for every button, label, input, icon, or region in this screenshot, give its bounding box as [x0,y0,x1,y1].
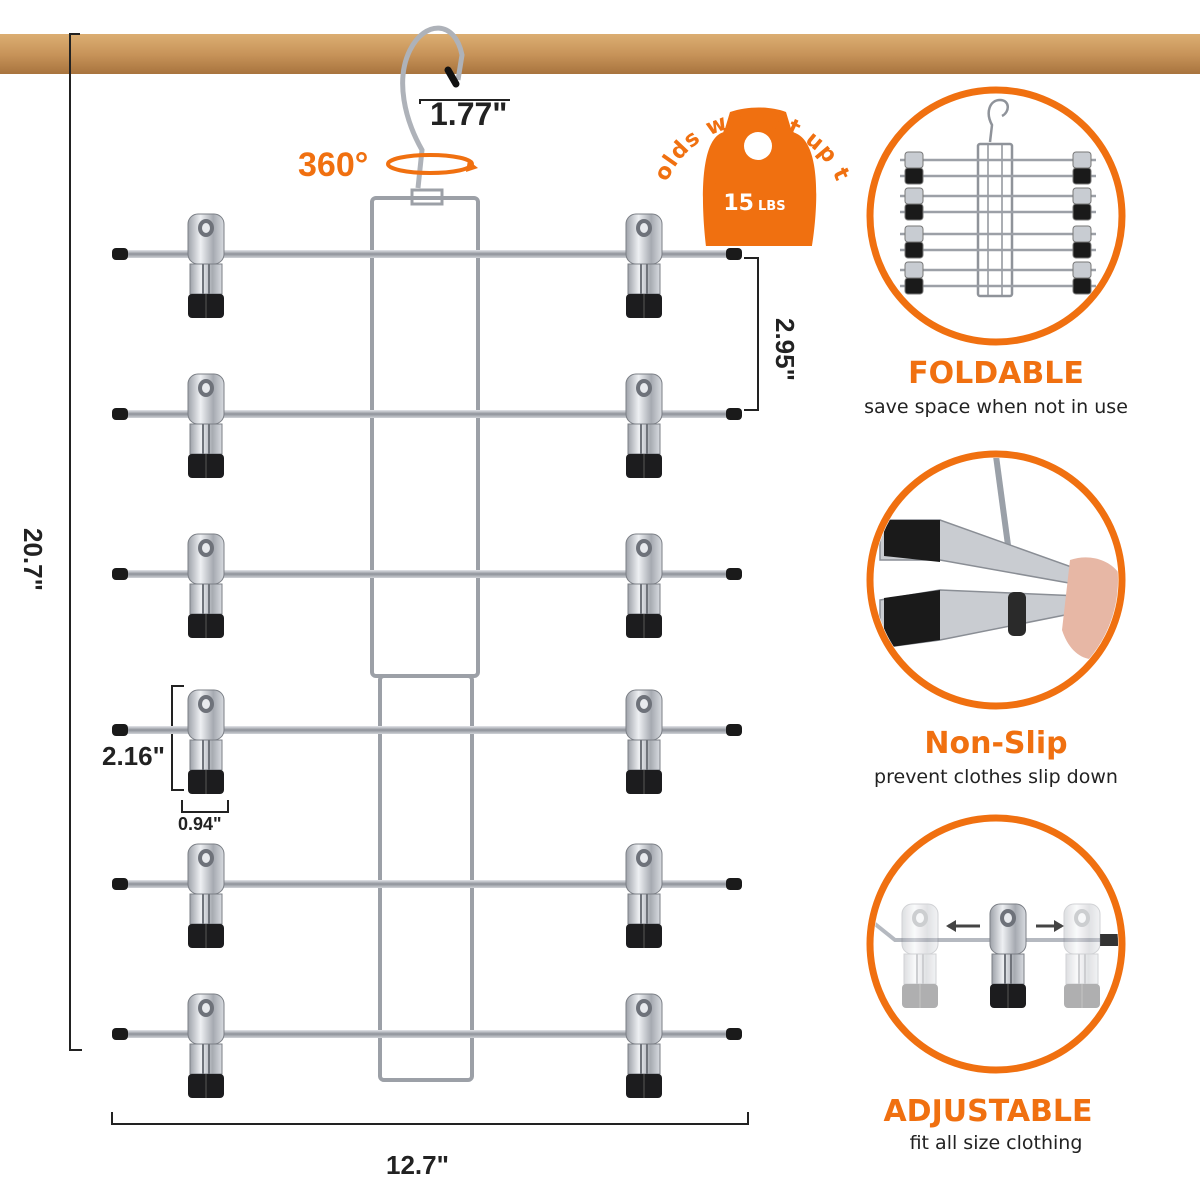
clip [187,213,225,319]
hook-dimension-label: 1.77" [430,96,508,132]
clip [187,373,225,479]
mini-clip [1072,187,1092,205]
wooden-rod [0,34,1200,74]
total-height-label: 20.7" [18,528,48,591]
hanger-bar [112,993,742,1099]
upper-frame [370,196,480,678]
bar-end-cap [112,568,128,580]
bar-end-cap [112,248,128,260]
clip [187,689,225,795]
feature-adjustable-subtitle: fit all size clothing [909,1132,1083,1154]
mini-clip [1072,167,1092,185]
clip [625,373,663,479]
clip [187,843,225,949]
clip-height-label: 2.16" [102,741,165,771]
weight-value: 15 [723,191,754,216]
mini-clip [904,277,924,295]
rotation-label: 360° [298,146,369,184]
bar-end-cap [726,568,742,580]
bar-end-cap [112,724,128,736]
feature-nonslip-subtitle: prevent clothes slip down [874,766,1118,788]
weight-badge [702,107,817,246]
mini-clip [1072,261,1092,279]
clip [625,213,663,319]
bar-end-cap [112,1028,128,1040]
bar-end-cap [726,878,742,890]
mini-clip [1072,151,1092,169]
clip [625,843,663,949]
feature-adjustable-title: ADJUSTABLE [883,1094,1093,1129]
weight-unit: LBS [758,199,786,214]
mini-clip [1072,225,1092,243]
bar-end-cap [112,878,128,890]
clip [187,533,225,639]
clip [187,993,225,1099]
mini-clip [904,187,924,205]
mini-clip [904,151,924,169]
bar-end-cap [726,248,742,260]
clip [625,533,663,639]
feature-nonslip-title: Non-Slip [924,726,1068,761]
bar-end-cap [726,724,742,736]
mini-clip [904,225,924,243]
mini-clip [904,241,924,259]
clip-closeup-illustration [866,450,1126,710]
mini-clip [1072,277,1092,295]
bar-end-cap [112,408,128,420]
lower-frame [378,674,474,1082]
folded-hanger-illustration [866,86,1126,346]
sliding-clip-illustration [866,814,1126,1074]
bar-end-cap [726,1028,742,1040]
bar-spacing-label: 2.95" [770,318,800,381]
mini-clip [1072,203,1092,221]
mini-clip [1072,241,1092,259]
bar-end-cap [726,408,742,420]
hanger-bar [112,843,742,949]
mini-clip [904,167,924,185]
clip [625,993,663,1099]
rotation-arrow [386,153,474,175]
feature-foldable-title: FOLDABLE [908,356,1084,391]
hanger-bar [112,373,742,479]
hanger-bar [112,689,742,795]
mini-clip [904,261,924,279]
hanger-bar [112,213,742,319]
total-width-label: 12.7" [386,1150,449,1180]
clip [625,689,663,795]
feature-foldable-subtitle: save space when not in use [864,396,1128,418]
hanger-bar [112,533,742,639]
clip-width-label: 0.94" [178,814,222,834]
mini-clip [904,203,924,221]
hanger-bars [112,213,742,1099]
hanger-hook [400,25,465,189]
